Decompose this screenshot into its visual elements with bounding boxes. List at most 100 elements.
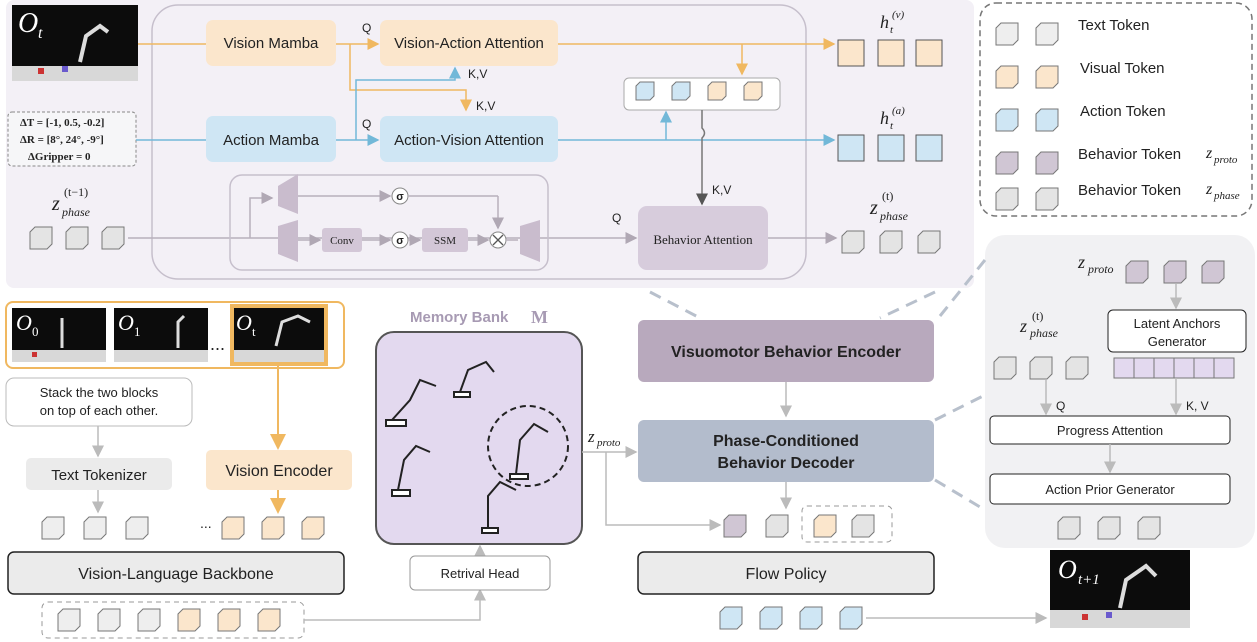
legend-text-token: Text Token: [1078, 17, 1149, 34]
behavior-decoder-block: [638, 420, 934, 482]
svg-text:phase: phase: [1213, 190, 1240, 202]
ot-label: O: [18, 8, 38, 39]
svg-text:t: t: [890, 120, 894, 132]
svg-text:O: O: [118, 310, 134, 335]
ellipsis: ...: [210, 334, 225, 354]
visual-tokens-row: [221, 516, 325, 540]
vision-mamba-block: [206, 20, 336, 66]
backbone-output-tokens: [57, 608, 281, 632]
latent-anchor-tokens: [1113, 357, 1235, 379]
svg-text:Action Prior Generator: Action Prior Generator: [1045, 482, 1175, 497]
svg-text:σ: σ: [396, 235, 404, 247]
svg-text:1: 1: [134, 324, 141, 339]
zoom-line: [649, 290, 701, 320]
delta-t: ΔT = [-1, 0.5, -0.2]: [20, 117, 104, 129]
svg-text:h: h: [880, 12, 889, 32]
vlm-backbone-label: Vision-Language Backbone: [78, 566, 274, 583]
observation-image-ot-highlight: O t: [230, 304, 328, 366]
retrieved-prototype-highlight: [487, 405, 569, 487]
action-prior-generator-block: [989, 473, 1231, 505]
svg-text:(a): (a): [892, 105, 905, 117]
z-phase-out-tokens: [841, 230, 941, 254]
text-tokens-row: [41, 516, 149, 540]
h-v-label: h t (v): [880, 9, 905, 36]
legend-behavior-proto: Behavior Token: [1078, 146, 1181, 163]
action-mamba-label: Action Mamba: [223, 132, 320, 149]
svg-text:proto: proto: [596, 437, 621, 449]
projection-out: [520, 220, 540, 262]
svg-text:z: z: [869, 197, 878, 219]
svg-text:t: t: [890, 24, 894, 36]
action-delta-box: ΔT = [-1, 0.5, -0.2] ΔR = [8°, 24°, -9°]…: [7, 111, 137, 167]
z-phase-out-label: z phase (t): [869, 189, 909, 223]
kv-label-ba: K,V: [712, 183, 731, 197]
action-vision-attention-label: Action-Vision Attention: [394, 132, 544, 149]
svg-text:phase: phase: [1029, 326, 1059, 340]
right-z-proto-tokens: [1125, 260, 1225, 284]
svg-text:t: t: [252, 324, 256, 339]
vision-mamba-label: Vision Mamba: [224, 35, 319, 52]
vlm-backbone-block: [7, 551, 345, 595]
phase-mamba-frame: [229, 174, 549, 271]
svg-text:z: z: [1205, 181, 1213, 198]
tokens-ellipsis: ...: [200, 515, 212, 531]
svg-text:Generator: Generator: [1148, 334, 1207, 349]
svg-text:0: 0: [32, 324, 39, 339]
svg-text:(t−1): (t−1): [64, 185, 88, 199]
decoder-line-1: Phase-Conditioned: [713, 433, 859, 450]
retrieval-head-label: Retrival Head: [441, 566, 520, 581]
legend-visual-token: Visual Token: [1080, 60, 1165, 77]
decoder-line-2: Behavior Decoder: [718, 455, 855, 472]
conv-block: [322, 228, 362, 252]
decoder-output-tokens: [723, 514, 789, 538]
svg-text:(v): (v): [892, 9, 905, 21]
robot-arm-icons: [385, 360, 549, 534]
legend-action-token: Action Token: [1080, 103, 1166, 120]
svg-text:Conv: Conv: [330, 235, 354, 247]
svg-text:z: z: [587, 427, 595, 446]
q-label-ba: Q: [612, 211, 621, 225]
svg-text:O: O: [16, 310, 32, 335]
delta-r: ΔR = [8°, 24°, -9°]: [20, 134, 104, 146]
instruction-line-1: Stack the two blocks: [40, 385, 159, 400]
svg-text:(t): (t): [882, 189, 893, 203]
action-prior-tokens: [813, 514, 875, 538]
kv-label-va: K,V: [468, 67, 487, 81]
vision-action-attention-block: [380, 20, 558, 66]
legend: Text Token Visual Token Action Token Beh…: [995, 17, 1240, 211]
svg-text:SSM: SSM: [434, 235, 456, 247]
zoom-line: [934, 393, 986, 422]
zoom-line: [934, 478, 986, 512]
svg-text:O: O: [1058, 555, 1077, 584]
q-label-av: Q: [362, 117, 371, 131]
z-proto-label: z proto: [587, 427, 621, 449]
h-v-tokens: [837, 39, 943, 67]
svg-text:M: M: [531, 307, 548, 327]
z-phase-prev-tokens: [29, 226, 125, 250]
legend-behavior-phase: Behavior Token: [1078, 182, 1181, 199]
text-tokenizer-block: [26, 458, 172, 490]
flow-policy-block: [637, 551, 935, 595]
h-a-tokens: [837, 134, 943, 162]
action-output-tokens: [719, 606, 863, 630]
vision-encoder-label: Vision Encoder: [225, 463, 333, 480]
observation-image-ot: O t: [12, 5, 138, 81]
text-tokenizer-label: Text Tokenizer: [51, 467, 147, 484]
svg-text:O: O: [236, 310, 252, 335]
latent-anchors-generator-block: [1107, 309, 1247, 353]
action-vision-attention-block: [380, 116, 558, 162]
right-z-phase-tokens: [993, 356, 1089, 380]
ssm-block: [422, 228, 468, 252]
projection-up: [278, 174, 298, 214]
svg-text:z: z: [1077, 252, 1085, 272]
instruction-line-2: on top of each other.: [40, 403, 159, 418]
delta-gripper: ΔGripper = 0: [28, 151, 91, 163]
vision-encoder-block: [206, 450, 352, 490]
ot-sub: t: [38, 25, 43, 42]
svg-text:z: z: [1019, 316, 1027, 336]
memory-bank-block: [375, 331, 583, 545]
zoom-line: [879, 290, 936, 320]
svg-text:Progress Attention: Progress Attention: [1057, 423, 1163, 438]
inner-module-frame: [151, 4, 807, 280]
